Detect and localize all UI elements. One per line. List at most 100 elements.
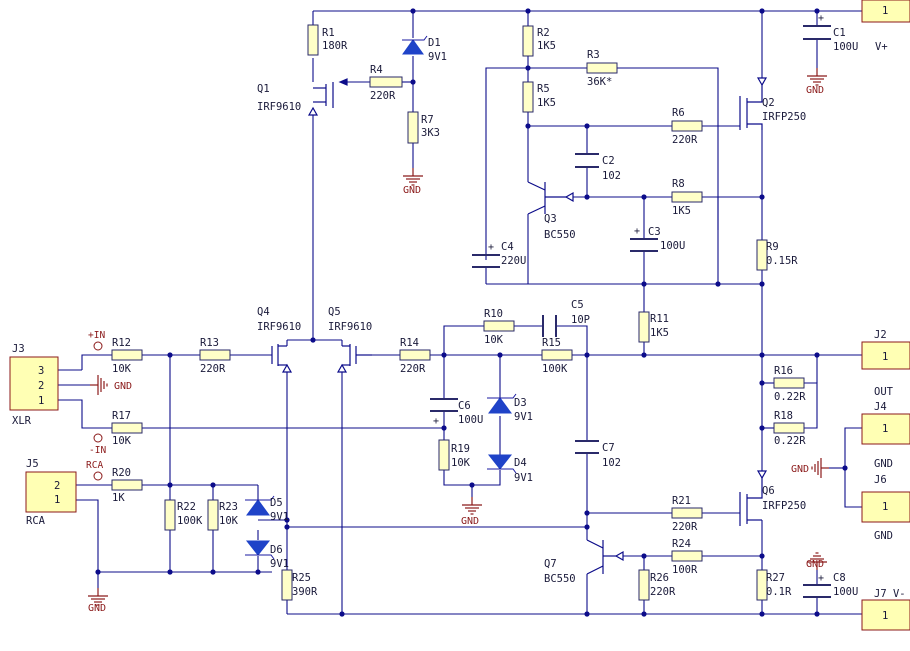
label-c1-val: 100U [833,41,858,53]
label-r24-val: 100R [672,564,698,576]
label-c2-ref: C2 [602,155,615,167]
bjt-q7 [586,539,624,575]
connectors [9,0,910,631]
label-c7-val: 102 [602,457,621,469]
j5-label: RCA [26,515,46,527]
connector-j4 [861,413,910,445]
label-q1-val: IRF9610 [257,101,301,113]
j6-pin: 1 [882,501,888,513]
resistor-r3 [586,62,618,74]
label-c2-val: 102 [602,170,621,182]
svg-text:+: + [818,573,824,584]
diode-d5 [245,495,275,516]
label-d1-ref: D1 [428,37,441,49]
label-r25-val: 390R [292,586,318,598]
label-c4-val: 220U [501,255,526,267]
label-c8-val: 100U [833,586,858,598]
capacitor-c4 [472,254,500,268]
capacitor-c3 [630,238,658,252]
label-r21-ref: R21 [672,495,691,507]
label-q7-ref: Q7 [544,558,557,570]
label-r10-val: 10K [484,334,504,346]
resistor-r23 [207,499,219,531]
svg-text:+: + [433,416,439,427]
gnd-label-3: GND [461,516,479,527]
label-r22-val: 100K [177,515,203,527]
j4-pin: 1 [882,423,888,435]
label-q6-val: IRFP250 [762,500,806,512]
label-r11-val: 1K5 [650,327,669,339]
label-d6-ref: D6 [270,544,283,556]
j7-pin: 1 [882,610,888,622]
resistor-r15 [541,349,573,361]
j1-pin: 1 [882,5,888,17]
j3-ref: J3 [12,343,25,355]
label-r16-val: 0.22R [774,391,806,403]
diode-d6 [245,540,275,560]
resistor-r11 [638,311,650,343]
label-q6-ref: Q6 [762,485,775,497]
label-r26-val: 220R [650,586,676,598]
label-r6-ref: R6 [672,107,685,119]
label-r17-ref: R17 [112,410,131,422]
mosfet-q5 [336,344,372,373]
resistor-r18 [773,422,805,434]
label-q5-ref: Q5 [328,306,341,318]
resistor-r22 [164,499,176,531]
label-r8-val: 1K5 [672,205,691,217]
resistor-r24 [671,550,703,562]
mosfet-q2 [739,77,768,130]
svg-text:+: + [488,242,494,253]
label-q4-val: IRF9610 [257,321,301,333]
port-in-minus-label: -IN [89,445,106,456]
label-r14-ref: R14 [400,337,419,349]
label-r9-ref: R9 [766,241,779,253]
label-r4-ref: R4 [370,64,383,76]
j2-pin: 1 [882,351,888,363]
capacitors: ++ ++ + [430,13,831,598]
label-c5-val: 10P [571,314,590,326]
resistor-r20 [111,479,143,491]
label-c3-val: 100U [660,240,685,252]
j4-label: GND [874,458,893,470]
transistors [271,77,768,575]
j6-label: GND [874,530,893,542]
label-c4-ref: C4 [501,241,514,253]
resistor-r17 [111,422,143,434]
resistor-r10 [483,320,515,332]
label-q5-val: IRF9610 [328,321,372,333]
label-c6-val: 100U [458,414,483,426]
label-r19-ref: R19 [451,443,470,455]
j3-pin-1: 1 [38,395,44,407]
capacitor-c8 [803,584,831,598]
resistor-r5 [522,81,534,113]
j6-ref: J6 [874,474,887,486]
label-r8-ref: R8 [672,178,685,190]
j4-ref: J4 [874,401,887,413]
label-r12-ref: R12 [112,337,131,349]
capacitor-c7 [575,440,599,454]
connector-j1 [861,0,910,23]
port-rca-label: RCA [86,460,103,471]
bjt-q3 [527,181,574,215]
resistor-r13 [199,349,231,361]
label-d5-ref: D5 [270,497,283,509]
port-in-plus [93,341,103,351]
label-d4-ref: D4 [514,457,527,469]
resistor-r19 [438,439,450,471]
label-r20-val: 1K [112,492,125,504]
label-r1-val: 180R [322,40,348,52]
port-in-plus-label: +IN [88,330,105,341]
label-r16-ref: R16 [774,365,793,377]
label-d4-val: 9V1 [514,472,533,484]
j5-ref: J5 [26,458,39,470]
connector-j6 [861,491,910,523]
port-rca [93,471,103,481]
label-r20-ref: R20 [112,467,131,479]
gnd-label-6: GND [114,381,132,392]
label-q7-val: BC550 [544,573,576,585]
label-c3-ref: C3 [648,226,661,238]
label-r15-ref: R15 [542,337,561,349]
j2-ref: J2 [874,329,887,341]
label-r15-val: 100K [542,363,568,375]
